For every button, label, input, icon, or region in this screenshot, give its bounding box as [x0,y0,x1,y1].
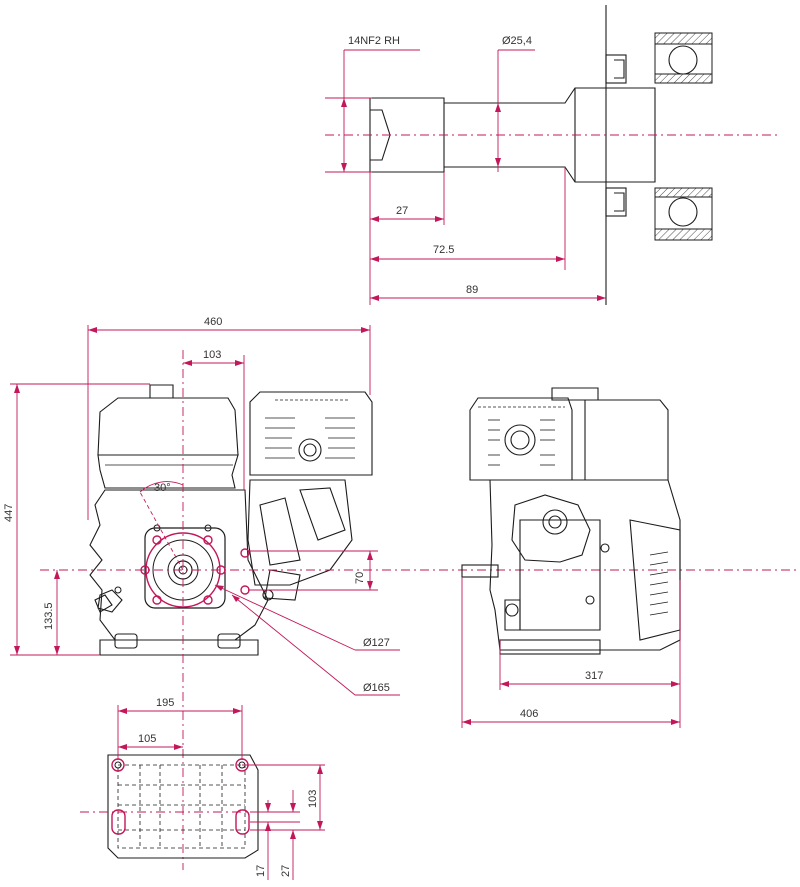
side-air-filter [584,399,669,481]
engine-front-view: 30° 460 103 447 133.5 70 [3,316,800,870]
engine-side-view: 317 406 [461,387,681,728]
length-72-5-label: 72.5 [433,244,454,256]
side-fuel-tank [469,397,573,481]
engine-base-view: 195 105 103 17 27 [80,697,325,880]
side-recoil-starter [511,494,591,563]
shaft-diameter-label: Ø25,4 [502,35,532,47]
upper-bearing-ball [668,45,698,75]
offset-103-label: 103 [203,349,221,361]
base-width-195-label: 195 [156,697,174,709]
air-filter-housing [249,391,373,476]
base-27-label: 27 [280,865,292,877]
flange-bolt-holes [114,524,250,605]
base-17-label: 17 [255,865,267,877]
side-muffler [629,519,681,641]
oil-drain-plug [97,589,123,613]
fuel-tank [97,397,239,456]
shaft-height-133-5-label: 133.5 [43,602,55,630]
engine-base [99,639,259,656]
base-slot-left [111,809,126,835]
carburetor-area [247,479,353,586]
length-27-label: 27 [396,205,408,217]
length-89-label: 89 [466,284,478,296]
pcd-165-label: Ø165 [363,682,390,694]
crankcase [89,489,269,641]
lower-bearing-ball [668,197,698,227]
side-crankshaft-stub [461,564,499,578]
base-plate [107,754,259,859]
fuel-cap [149,384,174,399]
base-slot-right [235,809,250,835]
depth-406-label: 406 [520,708,538,720]
height-70-label: 70 [354,572,366,584]
pcd-127-label: Ø127 [363,637,390,649]
side-crankcase [489,479,681,651]
width-460-label: 460 [204,316,222,328]
base-depth-103-label: 103 [307,790,319,808]
shaft-detail-view: 14NF2 RH Ø25,4 27 72.5 89 [325,5,780,305]
base-offset-105-label: 105 [138,733,156,745]
thread-spec-label: 14NF2 RH [348,35,400,47]
height-447-label: 447 [3,504,15,522]
angle-30-label: 30° [154,482,171,494]
depth-317-label: 317 [585,670,603,682]
